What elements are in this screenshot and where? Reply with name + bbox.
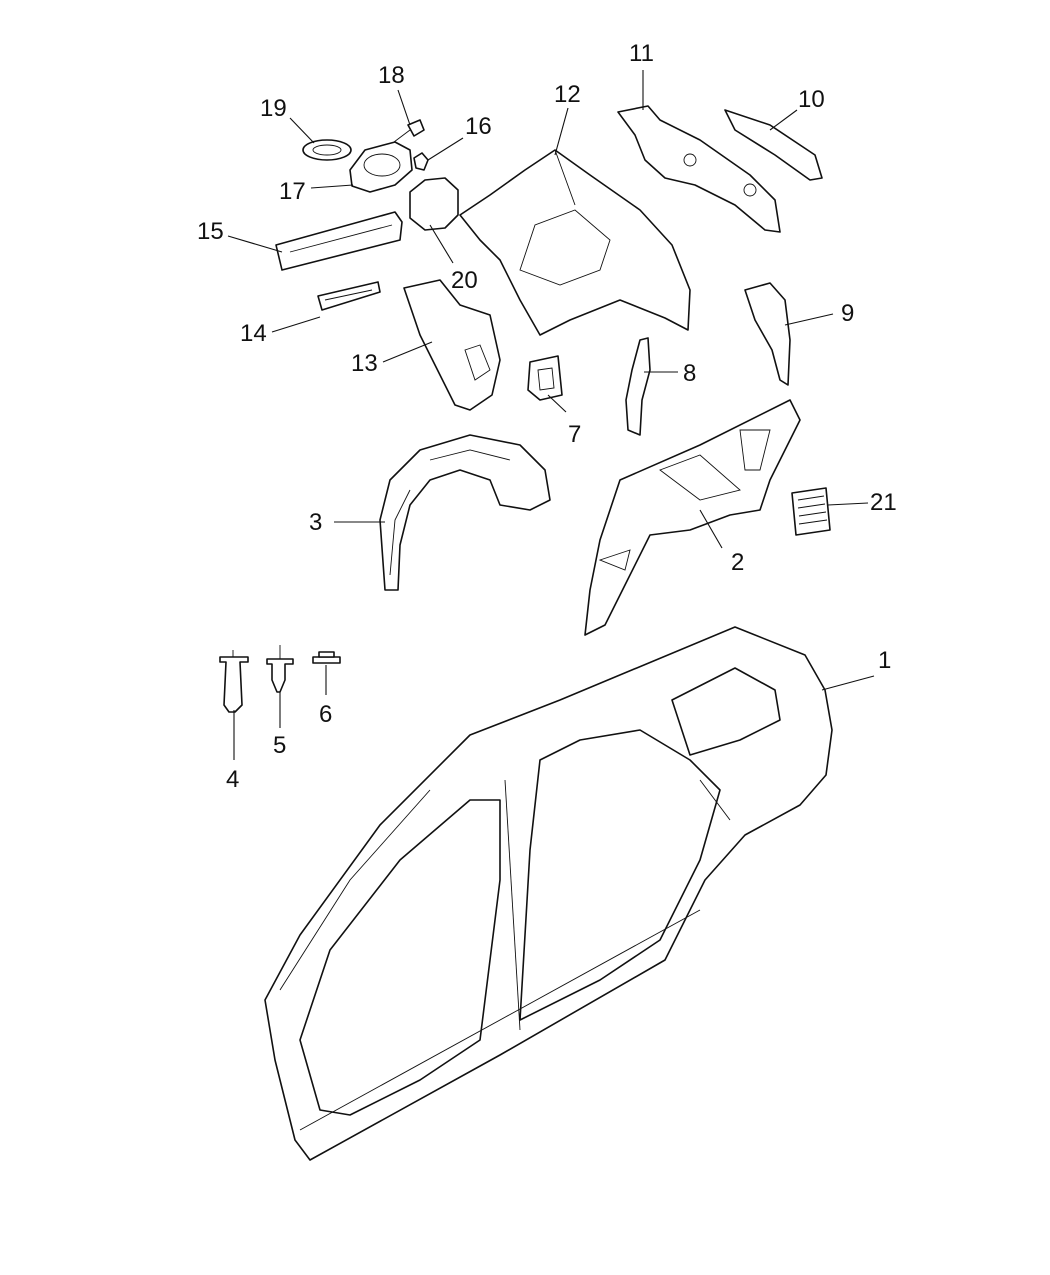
part-18-clip — [393, 119, 425, 143]
callout-labels: 1 2 3 4 5 6 7 8 9 10 11 12 13 14 15 16 1… — [197, 40, 897, 793]
callout-2: 2 — [731, 549, 744, 576]
callout-10: 10 — [798, 86, 825, 113]
part-17-fuel-filler-housing — [349, 141, 413, 193]
callout-13: 13 — [351, 350, 378, 377]
part-1-body-side-aperture — [264, 626, 833, 1161]
callout-6: 6 — [319, 701, 332, 728]
part-21-vent — [791, 487, 831, 536]
callout-18: 18 — [378, 62, 405, 89]
callout-14: 14 — [240, 320, 267, 347]
leader-lines — [227, 70, 875, 760]
callout-3: 3 — [309, 509, 322, 536]
part-2-inner-quarter-panel — [584, 399, 801, 636]
part-11-quarter-inner-upper — [617, 105, 781, 233]
callout-15: 15 — [197, 218, 224, 245]
part-5-push-pin-fastener — [266, 645, 294, 693]
part-19-seal-ring — [302, 139, 352, 161]
part-3-wheelhouse-liner — [379, 434, 551, 591]
part-8-reinforcement — [625, 337, 651, 436]
callout-16: 16 — [465, 113, 492, 140]
callout-21: 21 — [870, 489, 897, 516]
callout-20: 20 — [451, 267, 478, 294]
callout-17: 17 — [279, 178, 306, 205]
part-9-lamp-pocket — [744, 282, 791, 386]
callout-4: 4 — [226, 766, 239, 793]
part-20-fuel-door — [409, 177, 459, 231]
part-4-push-pin-fastener — [219, 650, 249, 713]
callout-5: 5 — [273, 732, 286, 759]
part-14-bracket — [317, 281, 381, 311]
part-7-bracket — [527, 355, 563, 401]
callout-9: 9 — [841, 300, 854, 327]
part-6-nut — [312, 651, 341, 664]
callout-12: 12 — [554, 81, 581, 108]
callout-11: 11 — [629, 40, 654, 67]
callout-7: 7 — [568, 421, 581, 448]
part-12-quarter-inner-panel — [459, 149, 691, 336]
callout-8: 8 — [683, 360, 696, 387]
part-16-clip — [413, 152, 429, 171]
part-10-rail — [724, 109, 823, 181]
callout-1: 1 — [878, 647, 891, 674]
part-13-panel — [403, 279, 501, 411]
callout-19: 19 — [260, 95, 287, 122]
part-15-cross-member — [275, 211, 403, 271]
